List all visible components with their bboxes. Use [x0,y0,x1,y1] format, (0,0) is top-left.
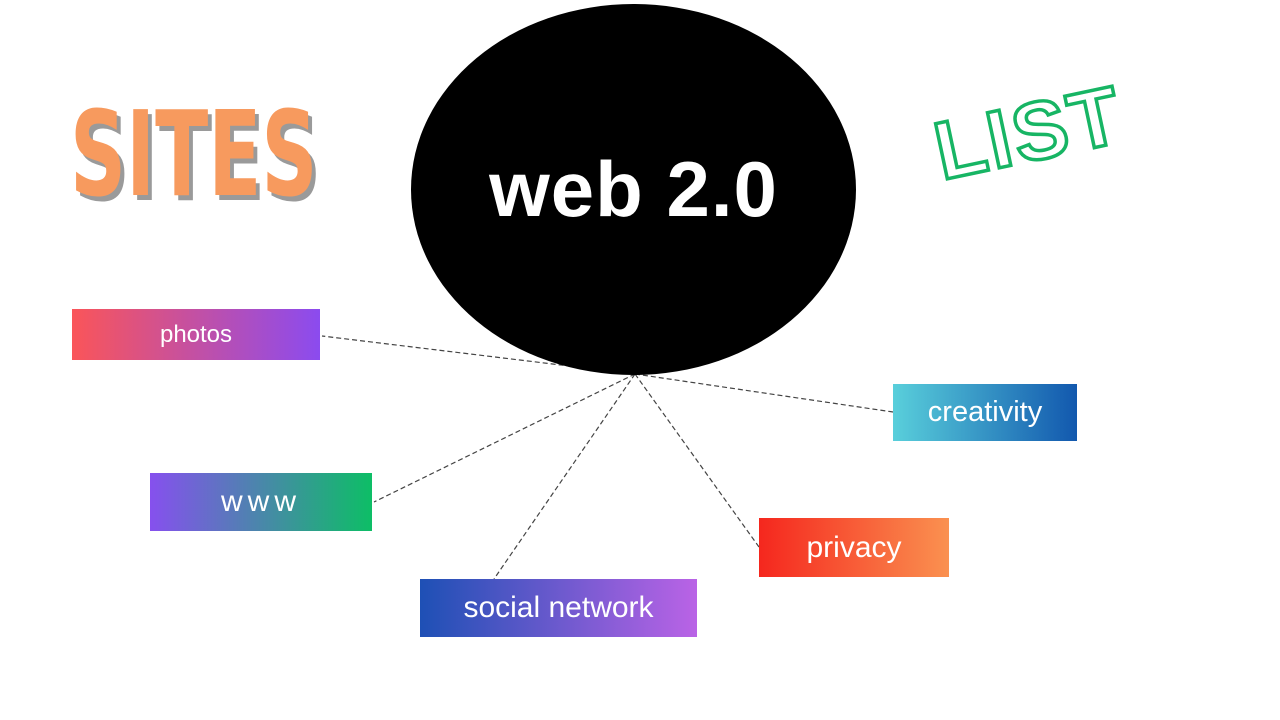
word-art-list: LIST [928,72,1133,199]
word-art-list-text: LIST [928,72,1131,198]
connector-creativity [634,373,894,413]
word-art-sites: SITES [70,85,318,223]
node-photos-label: photos [159,320,233,348]
central-topic-node[interactable]: web 2.0 [411,4,856,375]
node-creativity-label: creativity [927,396,1043,428]
node-photos[interactable]: photos [72,309,320,360]
central-topic-label: web 2.0 [489,145,778,233]
node-www[interactable]: www [150,473,372,531]
node-privacy-label: privacy [806,530,902,564]
node-privacy[interactable]: privacy [759,518,949,577]
connector-www [373,373,636,503]
node-social-network-label: social network [463,591,654,624]
node-social-network[interactable]: social network [420,579,697,637]
node-www-label: www [221,485,301,518]
node-creativity[interactable]: creativity [893,384,1077,441]
connector-social-network [493,373,636,580]
connector-privacy [634,373,760,548]
